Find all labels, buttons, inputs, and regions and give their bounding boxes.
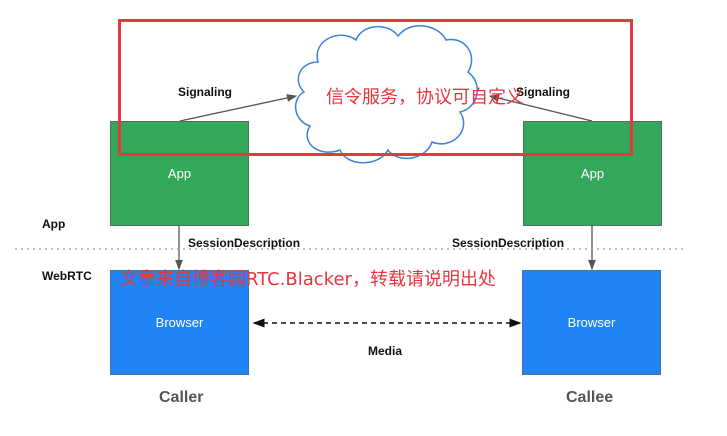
session-description-label-left: SessionDescription (188, 236, 301, 250)
watermark-text: 文章来自博客园RTC.Blacker，转载请说明出处 (120, 269, 496, 290)
session-description-label-right: SessionDescription (452, 236, 565, 250)
signaling-label-right: Signaling (516, 85, 570, 99)
signaling-highlight-box (118, 19, 633, 156)
signaling-server-note: 信令服务，协议可自定义 (326, 87, 524, 108)
media-label: Media (368, 344, 403, 358)
callee-browser-label: Browser (567, 315, 616, 330)
caller-label: Caller (159, 389, 204, 406)
caller-browser-box: Browser (110, 270, 249, 375)
callee-label: Callee (566, 389, 614, 406)
signaling-label-left: Signaling (178, 85, 232, 99)
signaling-arrow-left (179, 94, 298, 122)
caller-app-label: App (167, 166, 192, 181)
callee-app-box: App (523, 121, 662, 226)
callee-app-label: App (580, 166, 605, 181)
signaling-arrow-right (488, 94, 593, 122)
signaling-cloud (295, 25, 478, 164)
webrtc-layer-label: WebRTC (42, 269, 92, 283)
caller-app-box: App (110, 121, 249, 226)
callee-browser-box: Browser (522, 270, 661, 375)
caller-browser-label: Browser (155, 315, 204, 330)
app-layer-label: App (42, 217, 66, 231)
